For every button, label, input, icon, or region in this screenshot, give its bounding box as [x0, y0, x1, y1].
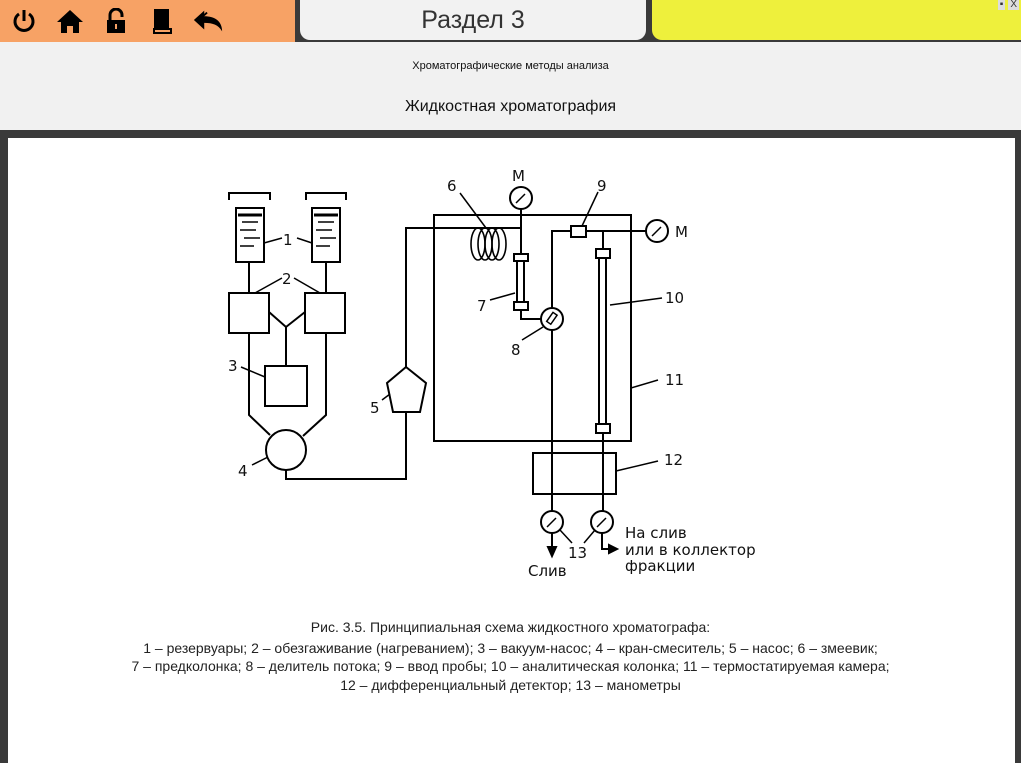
- label-2: 2: [282, 270, 292, 288]
- pump: [385, 365, 428, 413]
- label-5: 5: [370, 399, 380, 417]
- minimize-button[interactable]: ▪: [997, 0, 1006, 10]
- power-icon: [13, 10, 35, 32]
- home-button[interactable]: [54, 5, 86, 37]
- home-icon: [57, 10, 83, 33]
- drain-label: Слив: [528, 562, 567, 580]
- degasser-right: [304, 292, 346, 334]
- label-m-right: М: [675, 223, 688, 241]
- label-8: 8: [511, 341, 521, 359]
- book-button[interactable]: [146, 5, 178, 37]
- outlet-label-line-3: фракции: [625, 557, 695, 575]
- mixing-valve: [265, 429, 307, 471]
- label-3: 3: [228, 357, 238, 375]
- label-4: 4: [238, 462, 248, 480]
- back-icon: [193, 10, 223, 32]
- page-title: Жидкостная хроматография: [404, 98, 617, 115]
- nav-panel: [0, 0, 295, 42]
- section-tab[interactable]: Раздел 3: [300, 0, 646, 40]
- sample-injector: [570, 225, 587, 238]
- label-6: 6: [447, 177, 457, 195]
- outlet-label-line-1: На слив: [625, 524, 687, 542]
- label-13: 13: [568, 544, 587, 562]
- figure-caption-line: 1 – резервуары; 2 – обезгаживание (нагре…: [143, 640, 878, 656]
- vacuum-pump: [264, 365, 308, 407]
- chapter-subtitle: Хроматографические методы анализа: [412, 60, 609, 72]
- close-button[interactable]: X: [1008, 0, 1019, 10]
- precolumn: [513, 253, 529, 311]
- window-controls: ▪ X: [997, 0, 1019, 10]
- top-bar: Раздел 3 ▪ X: [0, 0, 1021, 42]
- coil: [470, 227, 507, 261]
- label-11: 11: [665, 371, 684, 389]
- label-m-top: М: [512, 167, 525, 185]
- label-12: 12: [664, 451, 683, 469]
- degasser-left: [228, 292, 270, 334]
- label-9: 9: [597, 177, 607, 195]
- manometer-right: [645, 219, 669, 243]
- label-7: 7: [477, 297, 487, 315]
- analytical-column: [595, 248, 611, 434]
- figure-caption-line: 12 – дифференциальный детектор; 13 – ман…: [340, 677, 681, 693]
- detector: [532, 452, 617, 495]
- thermostat-chamber: [433, 214, 632, 442]
- label-10: 10: [665, 289, 684, 307]
- flow-splitter: [540, 307, 564, 331]
- figure-caption-title: Рис. 3.5. Принципиальная схема жидкостно…: [310, 619, 711, 635]
- content-area: [8, 138, 1015, 763]
- book-icon: [153, 9, 172, 34]
- back-button[interactable]: [192, 5, 224, 37]
- reservoirs: [228, 192, 347, 263]
- label-1: 1: [283, 231, 293, 249]
- lock-icon: [107, 8, 125, 33]
- figure-caption-line: 7 – предколонка; 8 – делитель потока; 9 …: [131, 658, 890, 674]
- lock-button[interactable]: [100, 5, 132, 37]
- outlet-label-line-2: или в коллектор: [625, 541, 756, 559]
- power-button[interactable]: [8, 5, 40, 37]
- accent-panel: [652, 0, 1021, 40]
